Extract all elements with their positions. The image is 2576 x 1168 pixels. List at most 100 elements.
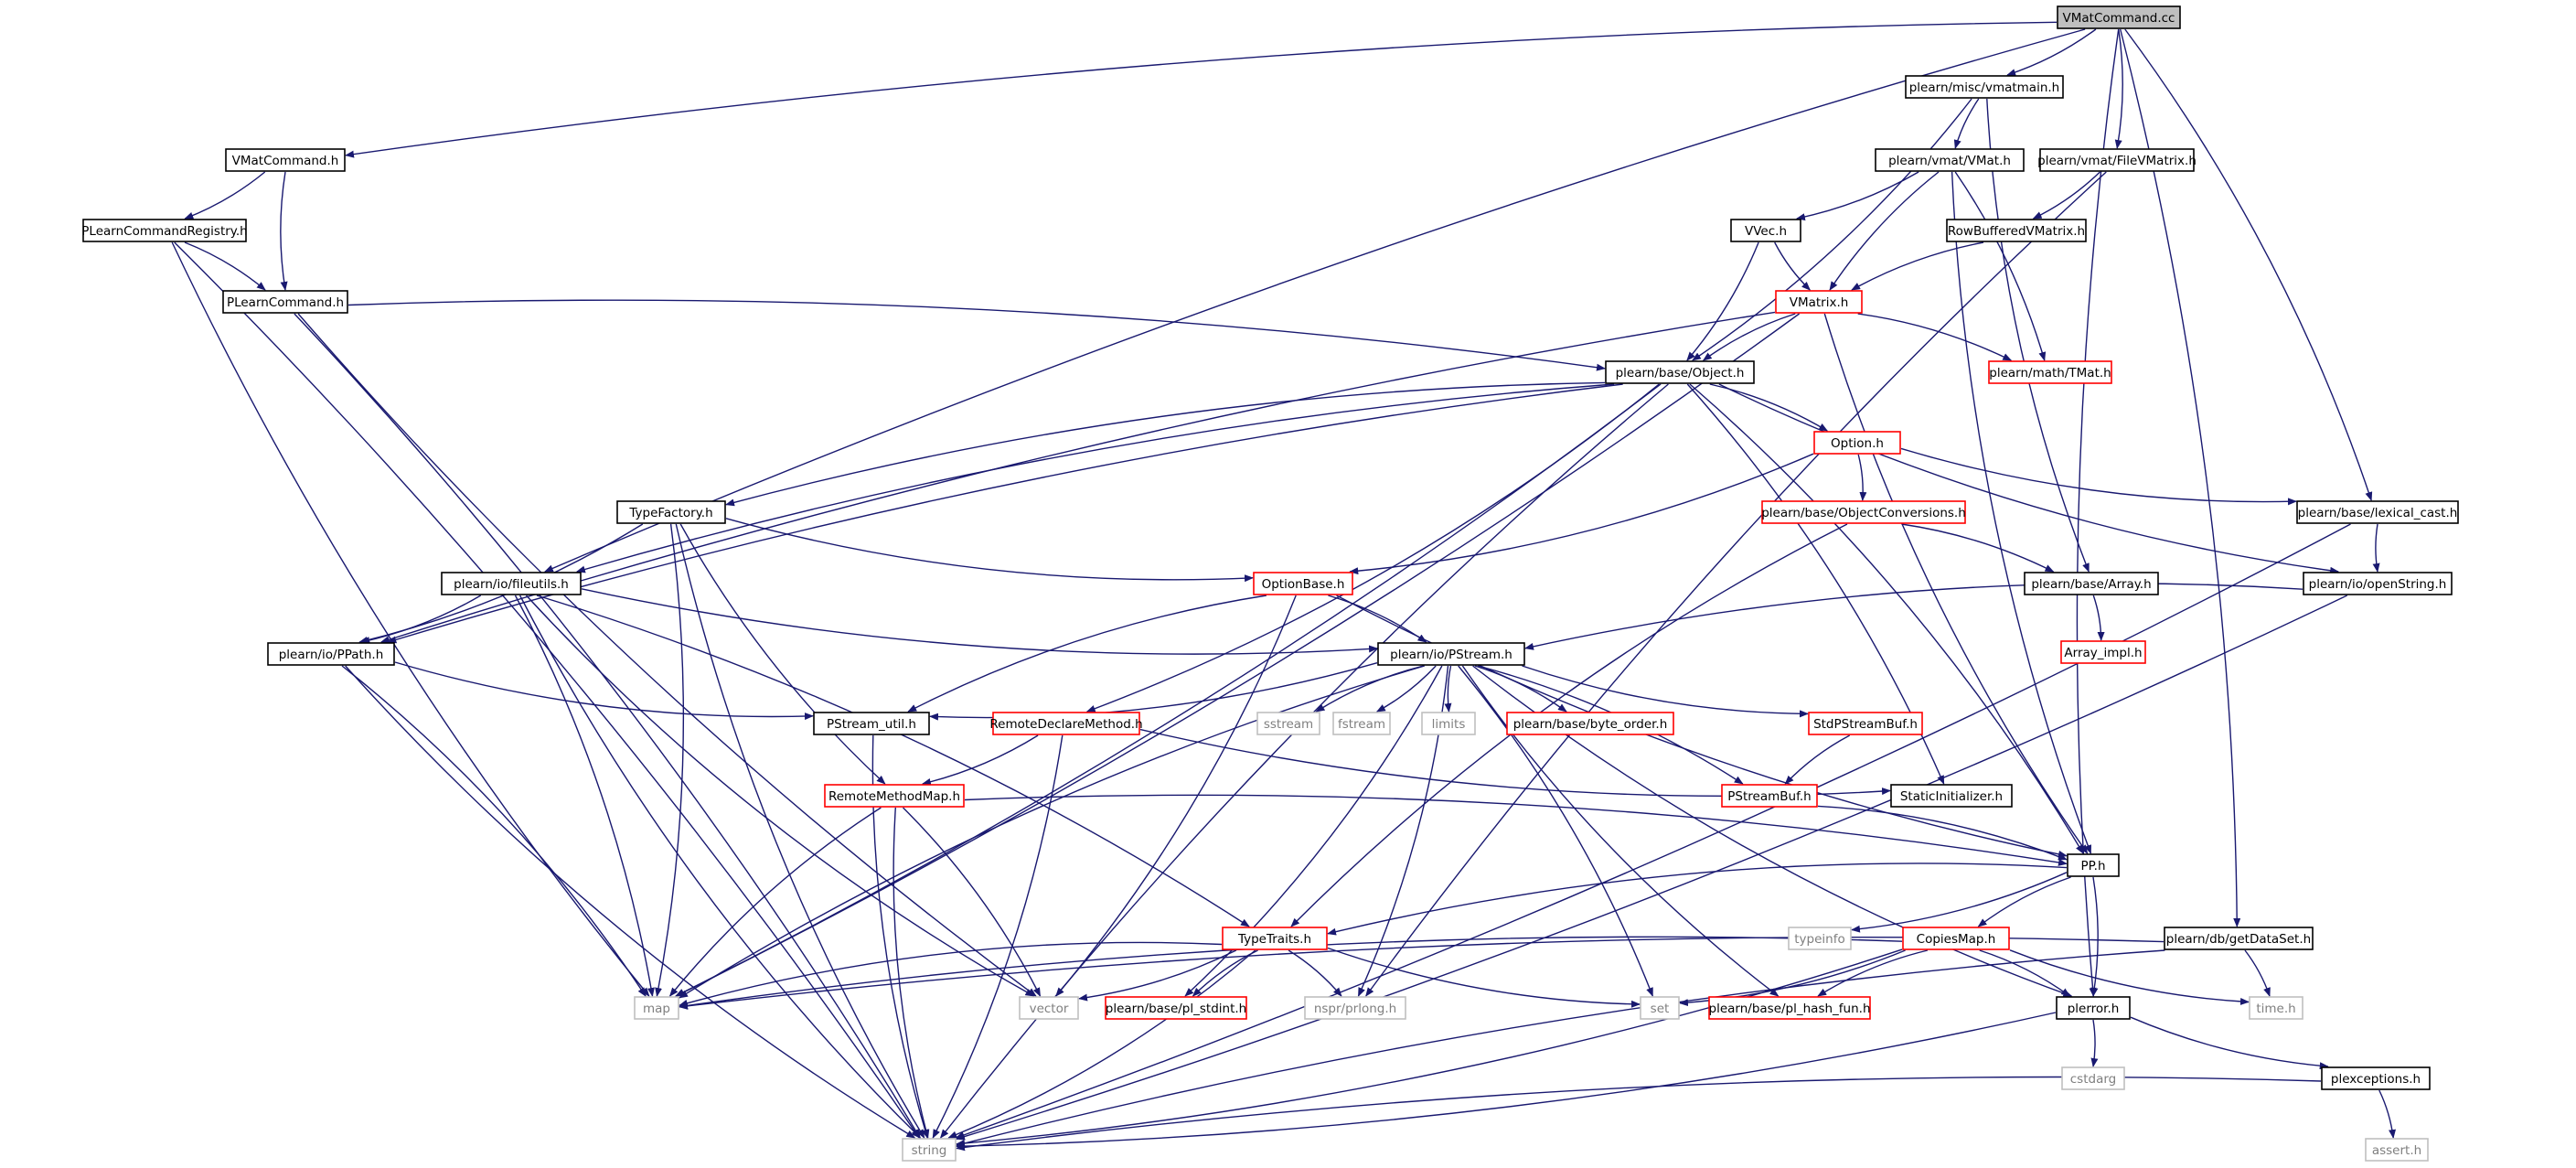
- node-pp[interactable]: PP.h: [2067, 853, 2120, 877]
- node-array_impl[interactable]: Array_impl.h: [2060, 640, 2146, 664]
- node-box-sstream: [1256, 712, 1320, 735]
- node-box-openstring: [2303, 572, 2453, 595]
- node-openstring[interactable]: plearn/io/openString.h: [2303, 572, 2453, 595]
- edge-root-to-fileutils: [543, 28, 2086, 573]
- node-plearncmd[interactable]: PLearnCommand.h: [222, 290, 348, 314]
- edge-object-to-remotedeclare: [1085, 383, 1660, 713]
- edge-openstring-to-string: [956, 595, 2348, 1141]
- edge-vmat_h-to-pp: [1951, 171, 2092, 854]
- node-tmat[interactable]: plearn/math/TMat.h: [1988, 360, 2112, 384]
- edge-stdpstreambuf-to-pstreambuf: [1784, 734, 1851, 785]
- node-vmatcmd_h[interactable]: VMatCommand.h: [225, 148, 346, 172]
- node-box-vvec: [1730, 219, 1801, 242]
- node-box-plexceptions: [2321, 1066, 2431, 1090]
- node-box-registry: [82, 219, 247, 242]
- node-box-optionbase: [1253, 572, 1353, 595]
- node-pstream[interactable]: plearn/io/PStream.h: [1377, 642, 1525, 666]
- node-label-getdataset: plearn/db/getDataSet.h: [2166, 932, 2311, 947]
- node-label-map: map: [643, 1002, 670, 1016]
- node-box-time: [2249, 996, 2303, 1020]
- node-label-typeinfo: typeinfo: [1794, 932, 1844, 947]
- node-vmatrix[interactable]: VMatrix.h: [1775, 290, 1863, 314]
- edge-root-to-filevmatrix: [2114, 28, 2123, 149]
- edge-pstream-to-sstream: [1315, 665, 1424, 713]
- node-box-fstream: [1332, 712, 1391, 735]
- node-vmatmain[interactable]: plearn/misc/vmatmain.h: [1905, 75, 2064, 99]
- node-box-root: [2057, 5, 2181, 29]
- node-vvec[interactable]: VVec.h: [1730, 219, 1801, 242]
- node-getdataset[interactable]: plearn/db/getDataSet.h: [2164, 927, 2314, 950]
- node-typefactory[interactable]: TypeFactory.h: [616, 500, 726, 524]
- node-remotedeclare[interactable]: RemoteDeclareMethod.h: [989, 712, 1143, 735]
- node-staticinit[interactable]: StaticInitializer.h: [1890, 784, 2013, 808]
- node-box-typeinfo: [1788, 927, 1852, 950]
- node-box-object: [1605, 360, 1755, 384]
- edge-remotemethodmap-to-vector: [903, 807, 1042, 997]
- node-optionbase[interactable]: OptionBase.h: [1253, 572, 1353, 595]
- node-pstream_util[interactable]: PStream_util.h: [813, 712, 930, 735]
- node-vmat_h[interactable]: plearn/vmat/VMat.h: [1875, 148, 2025, 172]
- node-fstream: fstream: [1332, 712, 1391, 735]
- edge-pstream-to-set: [1458, 665, 1653, 997]
- node-fileutils[interactable]: plearn/io/fileutils.h: [441, 572, 582, 595]
- node-label-copiesmap: CopiesMap.h: [1917, 932, 1996, 947]
- node-plexceptions[interactable]: plexceptions.h: [2321, 1066, 2431, 1090]
- edge-filevmatrix-to-rowbuffered: [2032, 171, 2100, 220]
- node-pl_hash_fun[interactable]: plearn/base/pl_hash_fun.h: [1708, 996, 1871, 1020]
- node-label-array_impl: Array_impl.h: [2064, 646, 2142, 660]
- node-root[interactable]: VMatCommand.cc: [2057, 5, 2181, 29]
- node-box-option: [1813, 431, 1901, 455]
- node-label-remotemethodmap: RemoteMethodMap.h: [828, 789, 960, 804]
- edge-copiesmap-to-pl_hash_fun: [1817, 949, 1929, 997]
- node-plerror[interactable]: plerror.h: [2056, 996, 2131, 1020]
- node-box-set: [1640, 996, 1680, 1020]
- node-lexical[interactable]: plearn/base/lexical_cast.h: [2296, 500, 2459, 524]
- node-rowbuffered[interactable]: RowBufferedVMatrix.h: [1946, 219, 2087, 242]
- node-label-registry: PLearnCommandRegistry.h: [81, 224, 247, 239]
- node-label-prlong: nspr/prlong.h: [1314, 1002, 1396, 1016]
- node-box-array: [2024, 572, 2159, 595]
- node-label-vmatcmd_h: VMatCommand.h: [232, 154, 339, 168]
- node-byteorder[interactable]: plearn/base/byte_order.h: [1506, 712, 1674, 735]
- edge-pstream-to-byteorder: [1474, 665, 1567, 713]
- node-box-pl_hash_fun: [1708, 996, 1871, 1020]
- edge-copiesmap-to-string: [956, 948, 1903, 1147]
- edge-vmat_h-to-vmatrix: [1829, 171, 1940, 291]
- node-label-plexceptions: plexceptions.h: [2331, 1072, 2421, 1087]
- node-label-set: set: [1651, 1002, 1670, 1016]
- edge-remotemethodmap-to-pp: [964, 794, 2068, 866]
- node-pstreambuf[interactable]: PStreamBuf.h: [1721, 784, 1818, 808]
- node-box-lexical: [2296, 500, 2459, 524]
- edge-root-to-vmatcmd_h: [345, 21, 2058, 158]
- node-box-vmatrix: [1775, 290, 1863, 314]
- node-box-array_impl: [2060, 640, 2146, 664]
- edge-lexical-to-openstring: [2372, 523, 2380, 573]
- node-box-vector: [1019, 996, 1079, 1020]
- node-pl_stdint[interactable]: plearn/base/pl_stdint.h: [1105, 996, 1247, 1020]
- edge-option-to-optionbase: [1349, 453, 1814, 575]
- edge-vmatrix-to-tmat: [1857, 313, 2013, 361]
- node-cstdarg: cstdarg: [2061, 1066, 2125, 1090]
- node-label-array: plearn/base/Array.h: [2031, 577, 2151, 592]
- node-label-fileutils: plearn/io/fileutils.h: [454, 577, 569, 592]
- node-filevmatrix[interactable]: plearn/vmat/FileVMatrix.h: [2037, 148, 2197, 172]
- edge-registry-to-plearncmd: [184, 241, 266, 291]
- edge-plearncmd-to-vector: [297, 313, 1037, 997]
- node-objconv[interactable]: plearn/base/ObjectConversions.h: [1761, 500, 1966, 524]
- edge-vmatmain-to-vmat_h: [1953, 98, 1980, 149]
- node-box-staticinit: [1890, 784, 2013, 808]
- node-copiesmap[interactable]: CopiesMap.h: [1902, 927, 2010, 950]
- node-typetraits[interactable]: TypeTraits.h: [1222, 927, 1328, 950]
- node-registry[interactable]: PLearnCommandRegistry.h: [81, 219, 248, 242]
- node-remotemethodmap[interactable]: RemoteMethodMap.h: [824, 784, 965, 808]
- node-option[interactable]: Option.h: [1813, 431, 1901, 455]
- node-prlong: nspr/prlong.h: [1304, 996, 1406, 1020]
- node-array[interactable]: plearn/base/Array.h: [2024, 572, 2159, 595]
- node-box-plerror: [2056, 996, 2131, 1020]
- node-ppath[interactable]: plearn/io/PPath.h: [267, 642, 395, 666]
- node-box-plearncmd: [222, 290, 348, 314]
- node-stdpstreambuf[interactable]: StdPStreamBuf.h: [1808, 712, 1923, 735]
- edge-objconv-to-array: [1901, 523, 2055, 573]
- edge-remotedeclare-to-remotemethodmap: [921, 734, 1039, 786]
- node-object[interactable]: plearn/base/Object.h: [1605, 360, 1755, 384]
